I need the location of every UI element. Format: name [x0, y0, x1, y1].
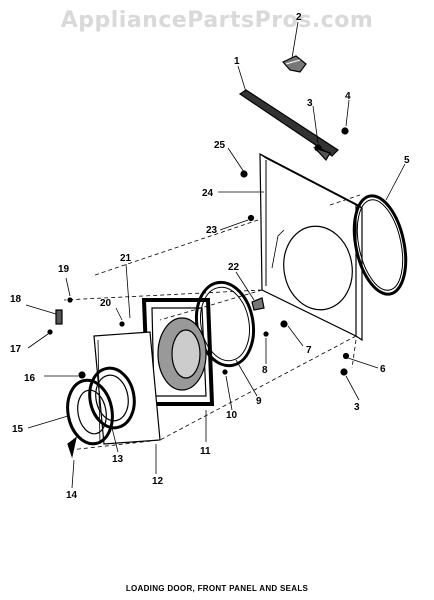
part-latch-18: [55, 309, 63, 325]
callout-19: 19: [58, 264, 70, 275]
callout-18: 18: [10, 294, 22, 305]
callout-labels: 1 2 3 4 5 6 7 8 9 10 11 12 13 14 15 16 1…: [10, 12, 410, 501]
part-front-panel: [259, 153, 363, 342]
part-door-window: [66, 378, 114, 446]
callout-21: 21: [120, 253, 132, 264]
callout-11: 11: [200, 446, 211, 457]
callout-17: 17: [10, 344, 22, 355]
callout-13: 13: [112, 454, 124, 465]
part-screw-6: [342, 352, 350, 360]
part-bumper-7: [280, 320, 288, 328]
part-screw-25: [240, 170, 248, 178]
callout-12: 12: [152, 476, 164, 487]
callout-14: 14: [66, 490, 78, 501]
part-screw-17: [47, 329, 53, 335]
callout-16: 16: [24, 373, 36, 384]
callout-5: 5: [404, 155, 410, 166]
callout-9: 9: [256, 396, 262, 407]
part-screw-20: [119, 321, 125, 327]
part-door-ring: [88, 366, 136, 430]
callout-10: 10: [226, 410, 238, 421]
callout-2: 2: [296, 12, 302, 23]
part-hinge-14: [67, 436, 77, 459]
callout-25: 25: [214, 140, 226, 151]
callout-3-top: 3: [307, 98, 313, 109]
watermark: AppliancePartsPros.com: [60, 8, 374, 33]
part-seal-ring: [352, 194, 408, 296]
screw-4: [341, 127, 349, 135]
part-screw-19: [67, 297, 73, 303]
part-screw-8: [263, 331, 269, 337]
clip: [312, 146, 331, 162]
part-clip-16: [78, 371, 86, 379]
part-outer-door: [93, 331, 161, 445]
part-screw-23: [247, 214, 255, 222]
callout-1: 1: [234, 56, 240, 67]
callout-3-bottom: 3: [354, 402, 360, 413]
part-bracket: [282, 55, 307, 73]
callout-8: 8: [262, 365, 268, 376]
callout-20: 20: [100, 298, 112, 309]
callout-15: 15: [12, 424, 24, 435]
diagram-caption: LOADING DOOR, FRONT PANEL AND SEALS: [125, 584, 309, 593]
part-screw-10: [222, 369, 228, 375]
callout-4: 4: [345, 91, 351, 102]
part-screw-3-bottom: [340, 368, 348, 376]
callout-7: 7: [306, 345, 312, 356]
callout-24: 24: [202, 188, 214, 199]
callout-22: 22: [228, 262, 240, 273]
callout-6: 6: [380, 364, 386, 375]
part-switch-22: [251, 297, 265, 311]
callout-23: 23: [206, 225, 218, 236]
part-top-strip: [238, 89, 339, 157]
